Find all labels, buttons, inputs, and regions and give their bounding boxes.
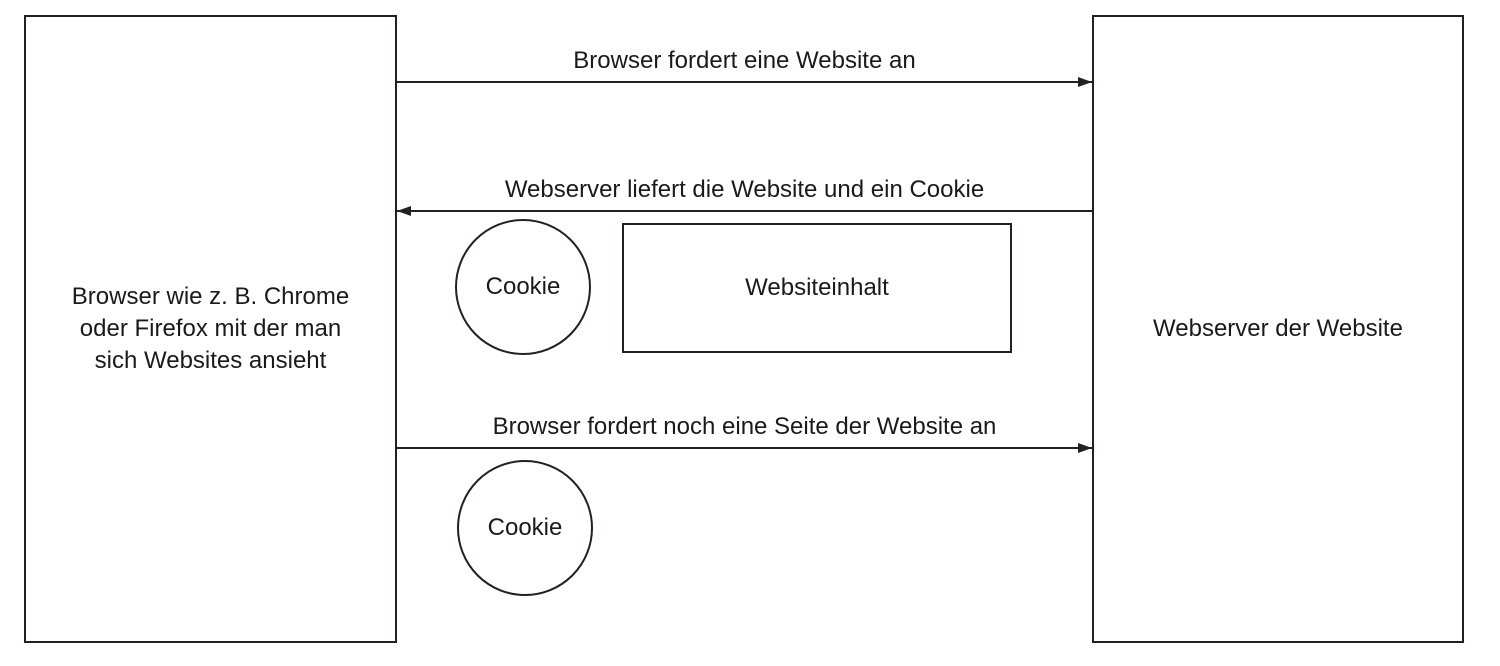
message-deliver-website-line [397, 206, 1092, 216]
cookie-circle-second-label: Cookie [487, 514, 563, 541]
browser-label-line-3: sich Websites ansieht [94, 347, 327, 374]
message-request-website-label: Browser fordert eine Website an [573, 47, 916, 74]
browser-box: Browser wie z. B. Chrome oder Firefox mi… [24, 15, 397, 643]
webserver-box-label: Webserver der Website [1153, 315, 1403, 342]
website-content-box: Websiteinhalt [622, 223, 1012, 353]
arrowhead-right-icon [1078, 77, 1092, 87]
cookie-circle-second: Cookie [457, 460, 593, 596]
message-deliver-website-label: Webserver liefert die Website und ein Co… [504, 176, 985, 203]
webserver-box: Webserver der Website [1092, 15, 1464, 643]
browser-label-line-1: Browser wie z. B. Chrome [71, 283, 350, 310]
message-request-another-page-label: Browser fordert noch eine Seite der Webs… [492, 413, 997, 440]
browser-label-line-2: oder Firefox mit der man [79, 315, 342, 342]
website-content-label: Websiteinhalt [745, 274, 889, 301]
message-request-another-page-line [397, 443, 1092, 453]
cookie-circle-first: Cookie [455, 219, 591, 355]
arrowhead-right-icon [1078, 443, 1092, 453]
arrowhead-left-icon [397, 206, 411, 216]
message-request-another-page: Browser fordert noch eine Seite der Webs… [397, 412, 1092, 453]
browser-box-label: Browser wie z. B. Chrome oder Firefox mi… [72, 281, 349, 377]
cookie-circle-first-label: Cookie [485, 273, 561, 300]
message-request-website: Browser fordert eine Website an [397, 46, 1092, 87]
message-request-website-line [397, 77, 1092, 87]
message-deliver-website: Webserver liefert die Website und ein Co… [397, 175, 1092, 216]
